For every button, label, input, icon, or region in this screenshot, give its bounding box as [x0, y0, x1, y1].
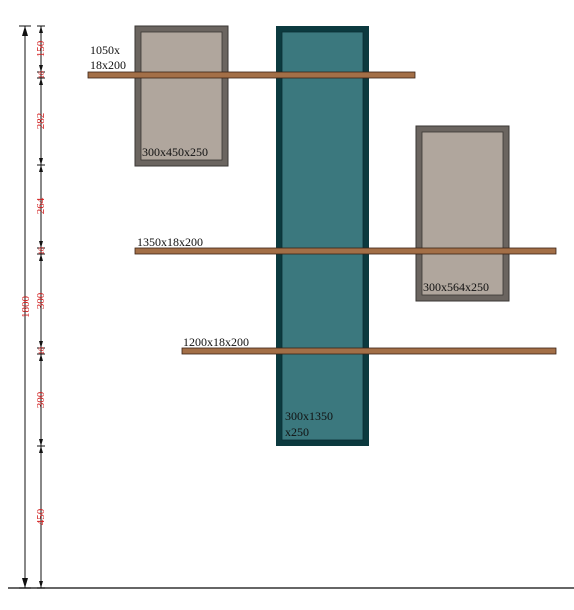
segment-arrow-348-up: [39, 341, 43, 348]
segment-value-2: 282: [35, 113, 47, 130]
top-shelf: [87, 71, 416, 79]
segment-arrow-446-up: [39, 439, 43, 446]
middle-shelf-label: 1350x18x200: [137, 235, 203, 249]
segment-arrow-78-down: [39, 78, 43, 85]
segment-value-5: 300: [35, 292, 47, 309]
segment-arrow-354-down: [39, 354, 43, 361]
lower-shelf-label: 1200x18x200: [183, 335, 249, 349]
top-shelf-label-line2: 18x200: [90, 58, 126, 72]
tall-cabinet-label-line2: x250: [285, 425, 309, 439]
tall-cabinet-label-line1: 300x1350: [285, 409, 333, 423]
segment-arrow-248-up: [39, 241, 43, 248]
total-height-top-arrow: [22, 26, 28, 36]
segment-arrow-72-up: [39, 65, 43, 72]
upper-left-cabinet-interior: [140, 31, 223, 161]
segment-value-7: 300: [35, 391, 47, 408]
segment-value-3: 264: [35, 197, 47, 214]
top-shelf-label-line1: 1050x: [90, 43, 120, 57]
tall-cabinet-interior: [281, 31, 364, 441]
upper-left-cabinet: [134, 25, 229, 167]
tall-cabinet: [276, 26, 369, 446]
right-cabinet: [415, 125, 510, 302]
segment-value-4: 18: [37, 247, 46, 255]
segment-arrow-165-down: [39, 165, 43, 172]
segment-dimension-chain: 150 18 282 264 18 300 18 300 450: [35, 25, 47, 589]
segment-arrow-165-up: [39, 158, 43, 165]
total-height-value: 1800: [20, 296, 32, 319]
total-height-dimension: 1800: [19, 25, 32, 589]
right-cabinet-label: 300x564x250: [423, 280, 489, 294]
lower-shelf: [181, 347, 557, 355]
segment-value-1: 18: [37, 71, 46, 79]
upper-left-cabinet-label: 300x450x250: [142, 145, 208, 159]
segment-arrow-446-down: [39, 446, 43, 453]
right-cabinet-interior: [421, 131, 504, 296]
segment-arrow-bottom: [39, 581, 43, 588]
middle-shelf: [134, 247, 557, 255]
segment-value-6: 18: [37, 347, 46, 355]
segment-value-0: 150: [35, 40, 47, 57]
total-height-bottom-arrow: [22, 578, 28, 588]
segment-arrow-top: [39, 26, 43, 33]
segment-value-8: 450: [35, 508, 47, 525]
segment-arrow-254-down: [39, 254, 43, 261]
